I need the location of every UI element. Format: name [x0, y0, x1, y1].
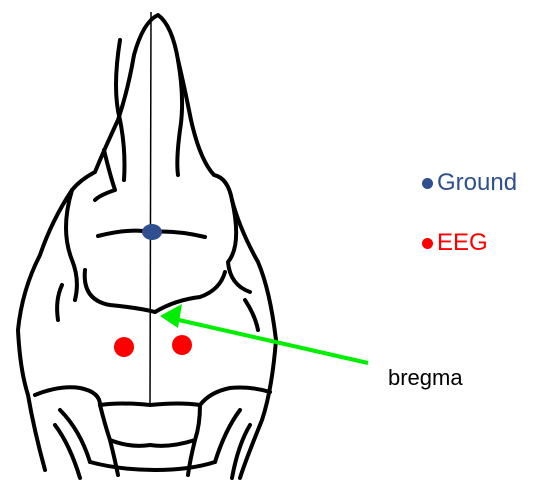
ground-electrode: [142, 224, 162, 240]
legend-eeg: EEG: [422, 231, 488, 255]
legend-ground-label: Ground: [437, 171, 517, 195]
legend-ground-dot: [422, 178, 433, 189]
eeg-electrode-right: [172, 335, 192, 355]
midline: [150, 12, 151, 405]
skull-outline: [18, 15, 276, 478]
legend-ground: Ground: [422, 171, 517, 195]
legend-eeg-label: EEG: [437, 231, 488, 255]
eeg-electrode-left: [114, 337, 134, 357]
bregma-label: bregma: [388, 365, 463, 391]
bregma-arrow: [160, 304, 368, 363]
legend-eeg-dot: [422, 238, 433, 249]
